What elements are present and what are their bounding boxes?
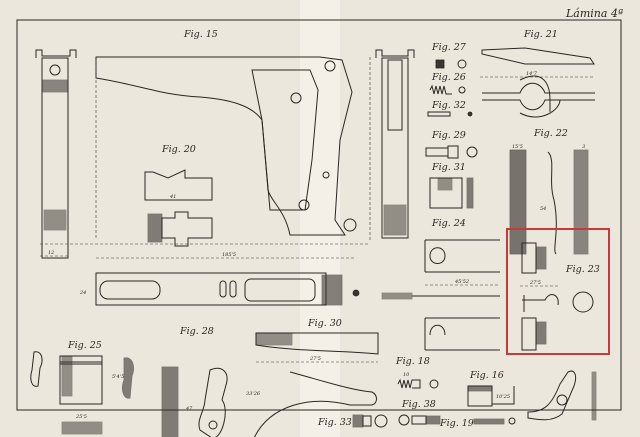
- fig16-label: Fig. 16: [469, 370, 504, 381]
- fig21-label: Fig. 21: [523, 29, 558, 40]
- fig23-label: Fig. 23: [565, 264, 600, 275]
- plate-frame: [16, 19, 622, 411]
- fig15-slide-drawing: 24: [79, 272, 360, 306]
- fig38-label: Fig. 38: [401, 399, 436, 410]
- dim-25-5: 25'5: [75, 414, 87, 420]
- fig24-drawing: Fig. 24 45'52: [381, 218, 500, 351]
- fig28-label: Fig. 28: [179, 326, 214, 337]
- fig30-drawing: Fig. 30 27'5 33'26: [246, 318, 379, 437]
- plate-title: Lámina 4ª: [565, 7, 623, 20]
- dim-27-5b: 27'5: [309, 356, 321, 362]
- fig22-drawing: Fig. 22 15'5 54 3: [509, 128, 589, 255]
- fig21-drawing: Fig. 21 14'7: [480, 29, 595, 118]
- dim-3: 3: [582, 144, 585, 150]
- dim-33-26: 33'26: [246, 391, 261, 397]
- fig18-label: Fig. 18: [395, 356, 430, 367]
- dim-185-5: 185'5: [222, 252, 236, 258]
- page-fold: [300, 0, 340, 437]
- fig16-fig19-drawings: Fig. 16 10'25 Fig. 19: [439, 370, 597, 429]
- highlight-box: [506, 228, 610, 355]
- fig20-drawing: Fig. 20 41: [144, 144, 213, 247]
- fig31-label: Fig. 31: [431, 162, 466, 173]
- fig23-drawing: Fig. 23 27'5: [506, 228, 610, 355]
- small-parts-drawings: Fig. 27 Fig. 26 Fig. 32 Fig. 29 Fig. 31: [425, 42, 478, 209]
- fig32-label: Fig. 32: [431, 100, 466, 111]
- fig15-label: Fig. 15: [183, 29, 218, 40]
- fig33-label: Fig. 33: [317, 417, 352, 428]
- dim-45-52: 45'52: [454, 279, 469, 285]
- fig20-label: Fig. 20: [161, 144, 196, 155]
- dim-12: 12: [48, 250, 54, 256]
- fig15-frame-drawing: Fig. 15 12 185'5: [35, 29, 415, 259]
- fig27-label: Fig. 27: [431, 42, 467, 53]
- dim-24: 24: [79, 290, 86, 296]
- fig25-drawing: Fig. 25 5'4'5 25'5: [30, 340, 134, 435]
- dim-41: 41: [169, 194, 176, 200]
- fig25-label: Fig. 25: [67, 340, 102, 351]
- dim-15-5: 15'5: [512, 144, 523, 150]
- fig30-label: Fig. 30: [307, 318, 342, 329]
- dim-10: 10: [403, 372, 410, 378]
- small-lower-parts: Fig. 18 10 Fig. 38 Fig. 33: [317, 356, 441, 428]
- dim-54: 54: [540, 206, 546, 212]
- dim-14-7: 14'7: [526, 71, 538, 77]
- fig26-label: Fig. 26: [431, 72, 466, 83]
- fig22-label: Fig. 22: [533, 128, 568, 139]
- dim-10-25: 10'25: [496, 394, 510, 400]
- fig28-drawing: Fig. 28 47: [161, 326, 228, 437]
- fig24-label: Fig. 24: [431, 218, 466, 229]
- fig29-label: Fig. 29: [431, 130, 466, 141]
- fig19-label: Fig. 19: [439, 418, 474, 429]
- dim-47: 47: [185, 406, 193, 412]
- dim-27-5: 27'5: [529, 280, 541, 286]
- dim-5-4-5: 5'4'5: [112, 374, 124, 380]
